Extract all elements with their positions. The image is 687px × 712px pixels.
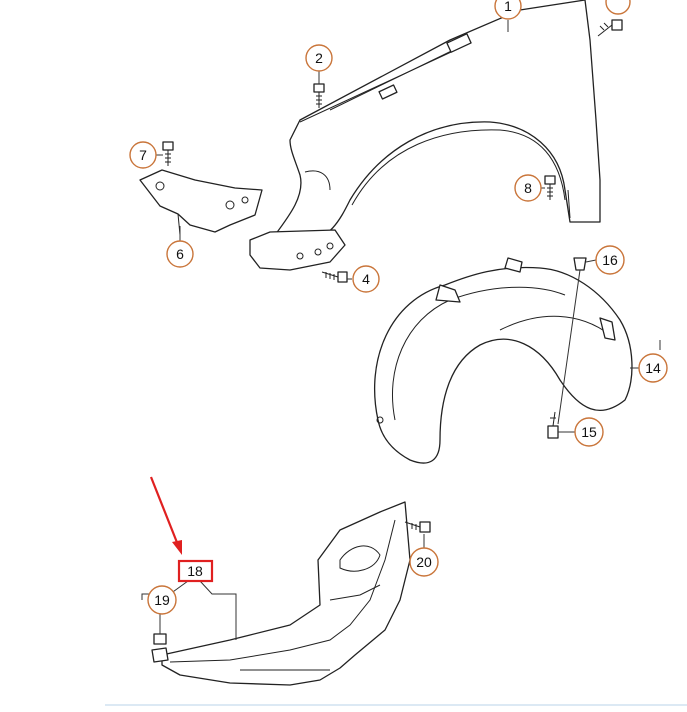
- fender-part: [249, 0, 601, 271]
- screw-4-icon: [321, 271, 348, 283]
- lower-shield-part: [151, 501, 411, 686]
- screw-2-icon: [313, 83, 325, 108]
- callout-14[interactable]: 14: [638, 353, 668, 383]
- callout-8-label: 8: [524, 180, 532, 196]
- callout-2-label: 2: [315, 50, 323, 66]
- callout-19-label: 19: [154, 592, 170, 608]
- callout-7[interactable]: 7: [129, 141, 157, 169]
- callout-1-label: 1: [504, 0, 512, 14]
- callout-2[interactable]: 2: [305, 44, 333, 72]
- clip-19-icon: [153, 633, 167, 645]
- bolt-15-icon: [547, 411, 559, 439]
- leader-lines: [141, 20, 661, 640]
- callout-18-highlighted[interactable]: 18: [177, 559, 214, 583]
- callout-6[interactable]: 6: [166, 240, 194, 268]
- callout-6-label: 6: [176, 246, 184, 262]
- screw-7-icon: [162, 141, 174, 166]
- callout-4-label: 4: [362, 271, 370, 287]
- callout-14-label: 14: [645, 360, 661, 376]
- callout-20-label: 20: [416, 554, 432, 570]
- callout-8[interactable]: 8: [514, 174, 542, 202]
- callout-1[interactable]: 1: [494, 0, 522, 20]
- highlight-arrow: [149, 476, 182, 555]
- screw-8-icon: [544, 175, 556, 200]
- clip-16-icon: [573, 257, 587, 271]
- callout-7-label: 7: [139, 147, 147, 163]
- screw-top-right-icon: [597, 19, 623, 37]
- callout-19[interactable]: 19: [147, 585, 177, 615]
- wheel-arch-liner-part: [374, 257, 633, 464]
- bracket-part: [139, 169, 263, 236]
- callout-16[interactable]: 16: [595, 245, 625, 275]
- callout-4[interactable]: 4: [352, 265, 380, 293]
- callout-15[interactable]: 15: [574, 417, 604, 447]
- screw-20-icon: [404, 521, 431, 533]
- callout-top-right[interactable]: [605, 0, 631, 15]
- callout-20[interactable]: 20: [409, 547, 439, 577]
- callout-18-label: 18: [187, 563, 203, 579]
- callout-16-label: 16: [602, 252, 618, 268]
- callout-15-label: 15: [581, 424, 597, 440]
